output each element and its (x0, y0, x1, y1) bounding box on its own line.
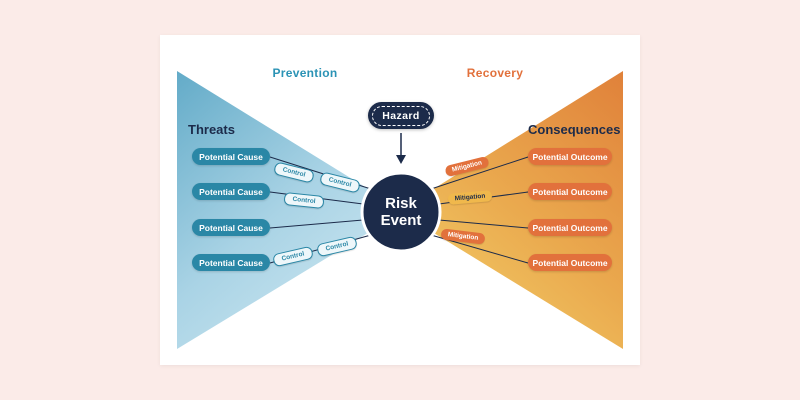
hazard-badge: Hazard (368, 102, 434, 129)
outcome-pill: Potential Outcome (528, 183, 612, 200)
cause-pill: Potential Cause (192, 148, 270, 165)
outcome-pill: Potential Outcome (528, 254, 612, 271)
threats-heading: Threats (188, 122, 235, 137)
risk-event-line1: Risk (385, 195, 417, 212)
hazard-label: Hazard (372, 105, 430, 126)
risk-event-line2: Event (380, 211, 422, 229)
outcome-pill: Potential Outcome (528, 219, 612, 236)
cause-pill: Potential Cause (192, 183, 270, 200)
cause-pill: Potential Cause (192, 219, 270, 236)
cause-pill: Potential Cause (192, 254, 270, 271)
risk-event-label: Risk Event (361, 195, 441, 229)
consequences-heading: Consequences (528, 122, 621, 137)
outcome-pill: Potential Outcome (528, 148, 612, 165)
recovery-label: Recovery (466, 66, 524, 80)
prevention-label: Prevention (272, 66, 338, 80)
